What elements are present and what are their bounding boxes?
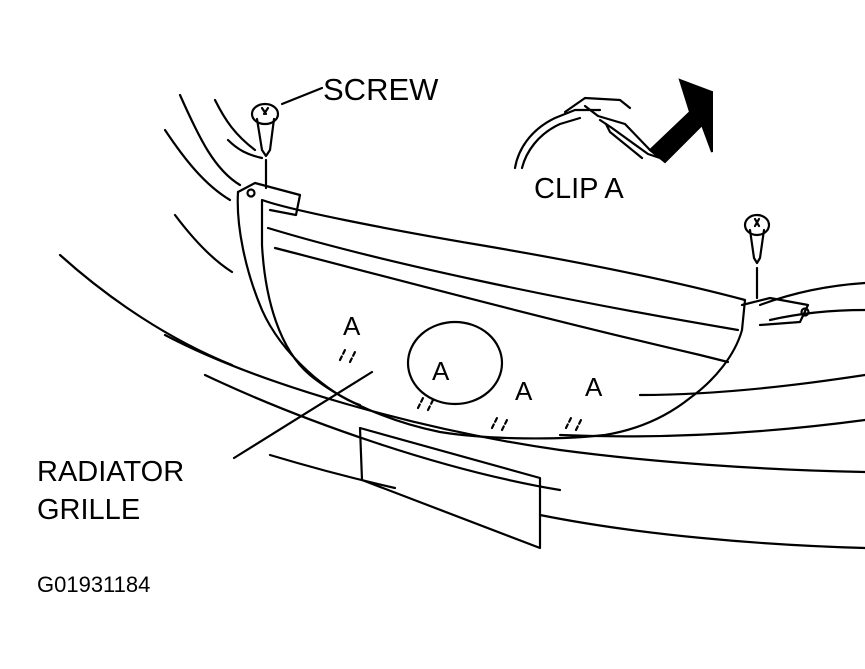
radiator-grille-label-line2: GRILLE: [37, 494, 141, 526]
license-plate: [358, 426, 542, 550]
grille-outline: [260, 198, 747, 440]
clip-marker-a: A: [343, 311, 361, 341]
screw-label: SCREW: [323, 72, 439, 107]
screw-right-icon: [743, 213, 771, 300]
highlight-circle: [406, 320, 504, 406]
screw-left-icon: [250, 86, 324, 190]
left-bracket: [236, 190, 362, 407]
body-panel-lines: [58, 93, 865, 550]
grille-leader-line: [232, 370, 374, 460]
clip-marker-a: A: [585, 372, 603, 402]
clip-marker-a: A: [432, 356, 450, 386]
pointer-arrow-icon: [648, 78, 713, 164]
right-bracket: [740, 296, 810, 327]
clip-marker-a: A: [515, 376, 533, 406]
clip-marks: [338, 346, 584, 432]
figure-id: G01931184: [37, 572, 151, 597]
clip-a-detail-icon: [513, 96, 662, 170]
radiator-grille-label-line1: RADIATOR: [37, 456, 185, 488]
clip-a-label: CLIP A: [534, 173, 624, 205]
